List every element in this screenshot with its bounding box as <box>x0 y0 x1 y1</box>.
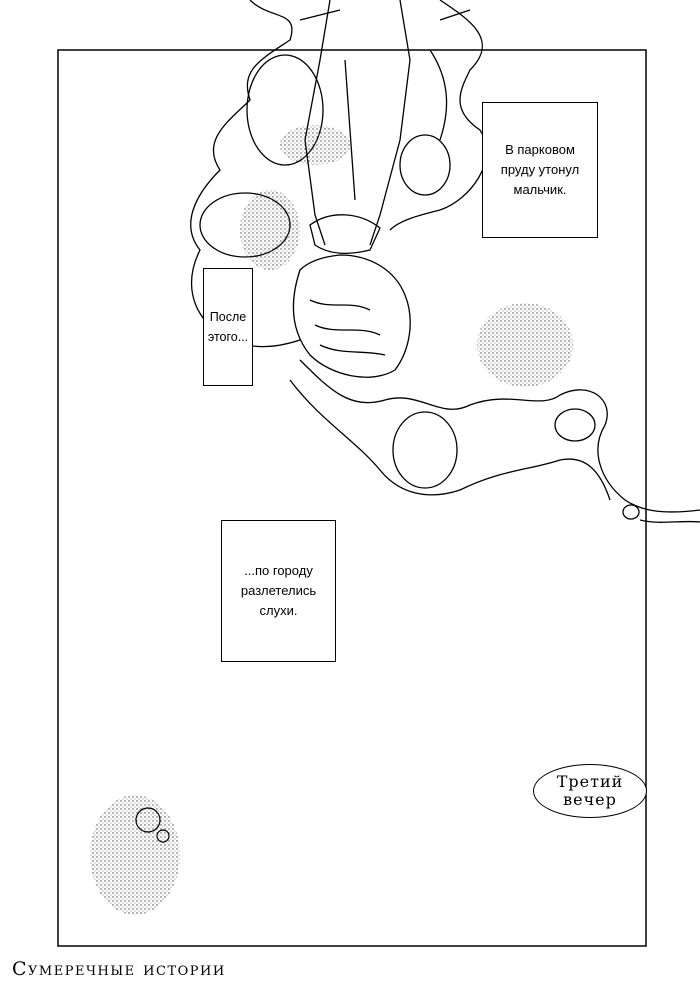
chapter-label-line2: вечер <box>563 790 617 809</box>
caption-box-center: ...по городу разлетелись слухи. <box>221 520 336 662</box>
caption-text: В парковом пруду утонул мальчик. <box>500 142 580 197</box>
drowned-boy-illustration <box>292 0 471 378</box>
caption-box-left: После этого... <box>203 268 253 386</box>
screentone-shading <box>90 125 573 915</box>
series-title: Сумеречные истории <box>12 958 226 980</box>
panel-frame <box>57 49 647 947</box>
chapter-label: Третий вечер <box>533 764 647 818</box>
bubbles-illustration <box>135 807 170 843</box>
caption-text: ...по городу разлетелись слухи. <box>240 563 317 618</box>
chapter-label-line1: Третий <box>556 772 624 791</box>
caption-text: После этого... <box>207 310 249 344</box>
caption-box-top-right: В парковом пруду утонул мальчик. <box>482 102 598 238</box>
